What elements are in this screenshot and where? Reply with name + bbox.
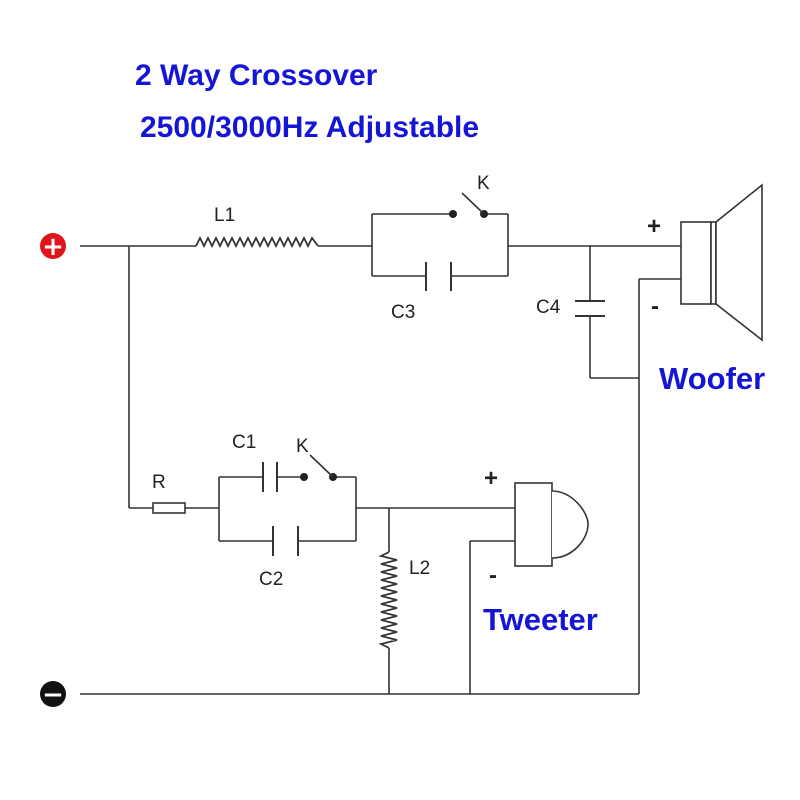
woofer-switch-label: K [477, 173, 490, 194]
woofer-plus: + [647, 213, 661, 240]
woofer-minus: - [651, 293, 659, 320]
c1-label: C1 [232, 432, 256, 453]
l2-label: L2 [409, 558, 430, 579]
c3-label: C3 [391, 302, 415, 323]
tweeter-switch-label: K [296, 436, 309, 457]
capacitor-c4: C4 [536, 297, 605, 318]
c2-label: C2 [259, 569, 283, 590]
r-label: R [152, 472, 166, 493]
woofer-speaker: + - Woofer [647, 183, 765, 396]
positive-terminal: + [40, 232, 66, 262]
diagram-title: 2 Way Crossover [135, 59, 378, 92]
resistor-r: R [152, 472, 186, 514]
woofer-switch-k: K [449, 173, 490, 218]
c4-label: C4 [536, 297, 561, 318]
tweeter-minus: - [489, 562, 497, 589]
inductor-l1: L1 [195, 205, 319, 249]
woofer-label: Woofer [659, 361, 765, 396]
diagram-subtitle: 2500/3000Hz Adjustable [140, 111, 479, 144]
tweeter-label: Tweeter [483, 602, 598, 637]
positive-terminal-symbol: + [42, 232, 64, 262]
negative-terminal: − [40, 680, 66, 710]
tweeter-speaker: + - Tweeter [483, 465, 598, 637]
tweeter-switch-k: K [296, 436, 337, 481]
negative-terminal-symbol: − [42, 680, 64, 710]
capacitor-c1: C1 [232, 432, 278, 492]
tweeter-plus: + [484, 465, 498, 492]
l1-label: L1 [214, 205, 235, 226]
capacitor-c2: C2 [259, 526, 299, 590]
inductor-l2: L2 [378, 551, 430, 649]
capacitor-c3: C3 [391, 262, 452, 323]
